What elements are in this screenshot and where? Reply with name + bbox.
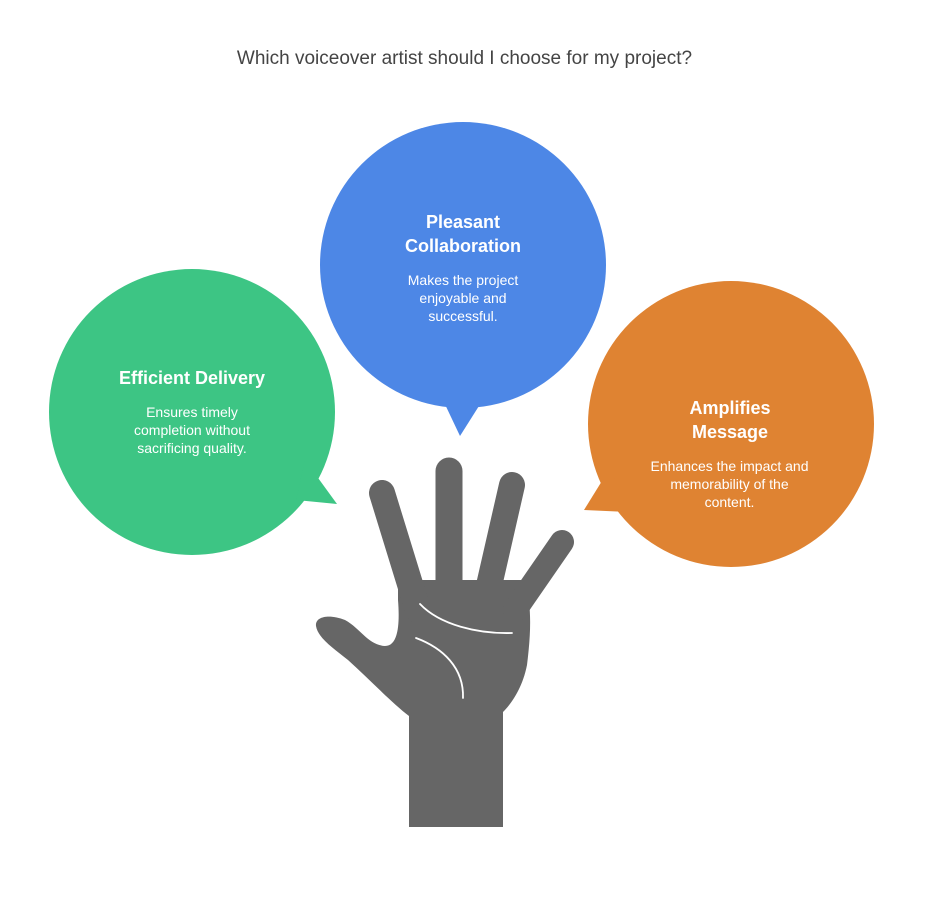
bubble-tail [442, 398, 484, 436]
bubble-circle [588, 281, 874, 567]
raised-hand-icon [315, 457, 574, 827]
bubble-description: Ensures timely completion without sacrif… [134, 404, 250, 456]
bubble-description: Makes the project enjoyable and successf… [407, 272, 519, 324]
bubble-efficient-delivery [49, 269, 337, 555]
bubble-efficient-delivery-content: Efficient Delivery Ensures timely comple… [92, 366, 292, 457]
bubble-heading: Efficient Delivery [118, 368, 266, 388]
bubble-pleasant-collaboration [320, 122, 606, 436]
bubble-circle [49, 269, 335, 555]
bubble-tail [296, 460, 337, 504]
bubble-amplifies-message-content: Amplifies Message Enhances the impact an… [650, 396, 810, 511]
bubble-amplifies-message [584, 281, 874, 567]
bubble-heading: Amplifies Message [689, 398, 771, 442]
bubble-pleasant-collaboration-content: Pleasant Collaboration Makes the project… [383, 210, 543, 325]
bubble-tail [584, 468, 628, 512]
bubble-description: Enhances the impact and memorability of … [650, 458, 809, 510]
bubble-heading: Pleasant Collaboration [405, 212, 521, 256]
diagram-title: Which voiceover artist should I choose f… [236, 48, 693, 69]
bubble-circle [320, 122, 606, 408]
